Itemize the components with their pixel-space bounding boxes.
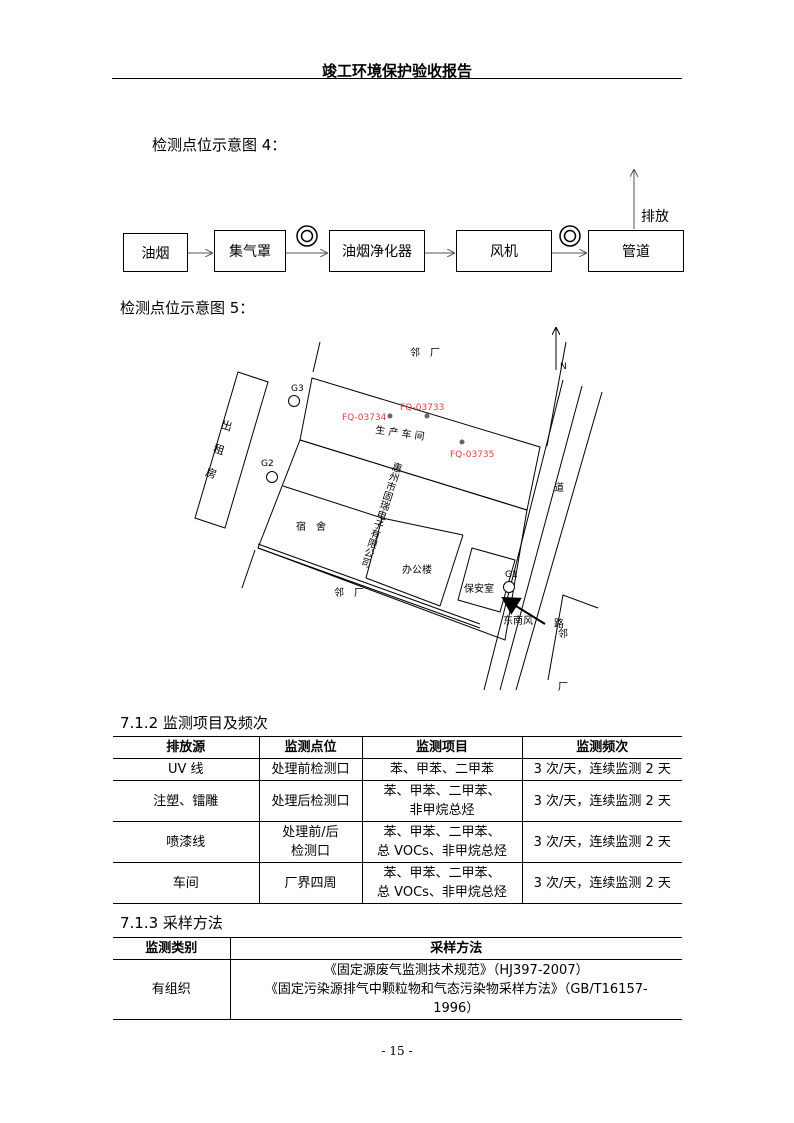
section-713-title: 7.1.3 采样方法 [120,914,223,932]
header-frequency: 监测频次 [521,736,682,759]
table-cell: 车间 [113,862,259,904]
figure4-caption: 检测点位示意图 4： [152,136,287,154]
workshop-outline [299,377,541,511]
sampling-method-table: 监测类别 采样方法 有组织《固定源废气监测技术规范》（HJ397-2007） 《… [113,937,682,1020]
g2-point [266,471,278,483]
monitoring-point-after [559,225,581,247]
fq-03735-point [459,439,465,445]
road-label: 道 路 [552,481,564,686]
header-category: 监测类别 [113,937,230,960]
header-point: 监测点位 [258,736,362,759]
rental-house-label: 出租房 [199,417,235,494]
table-cell: 3 次/天，连续监测 2 天 [521,821,682,863]
g3-label: G3 [291,384,304,394]
g1-point [503,581,515,593]
table-row: 有组织《固定源废气监测技术规范》（HJ397-2007） 《固定污染源排气中颗粒… [113,959,682,1020]
fq-03734-point [387,413,393,419]
header-method: 采样方法 [229,937,682,960]
table-cell: 《固定源废气监测技术规范》（HJ397-2007） 《固定污染源排气中颗粒物和气… [229,959,682,1020]
table-cell: 厂界四周 [258,862,362,904]
table-cell: 苯、甲苯、二甲苯、 非甲烷总烃 [361,780,522,822]
north-label: N [560,362,567,372]
flow-box-pipe: 管道 [588,230,684,272]
office-label: 办公楼 [402,563,432,576]
table-cell: 苯、甲苯、二甲苯、 总 VOCs、非甲烷总烃 [361,862,522,904]
rental-house-outline [194,371,269,529]
g1-label: G1 [505,570,518,580]
flow-box-purifier: 油烟净化器 [329,230,425,272]
table-cell: 处理前/后 检测口 [258,821,362,863]
header-rule [112,78,682,79]
figure5-caption: 检测点位示意图 5： [120,299,255,317]
table-cell: 苯、甲苯、二甲苯 [361,758,522,781]
table-header-row: 监测类别 采样方法 [113,937,682,960]
workshop-label: 生 产 车 间 [375,423,426,443]
neighbor-right-label: 邻 厂 [556,627,568,700]
table-cell: 3 次/天，连续监测 2 天 [521,758,682,781]
dorm-label: 宿 舍 [296,520,326,533]
table-cell: 3 次/天，连续监测 2 天 [521,862,682,904]
table-cell: 处理后检测口 [258,780,362,822]
flow-connectors [188,0,794,300]
header-source: 排放源 [113,736,259,759]
discharge-label: 排放 [641,209,669,225]
table-cell: 注塑、镭雕 [113,780,259,822]
header-items: 监测项目 [361,736,522,759]
wind-arrow [501,596,546,625]
table-cell: 喷漆线 [113,821,259,863]
monitoring-point-before [296,225,318,247]
page-number: - 15 - [381,1044,413,1058]
neighbor-bottom-label: 邻 厂 [334,586,364,599]
report-header-title: 竣工环境保护验收报告 [321,62,472,80]
fq-03734-label: FQ-03734 [342,413,387,423]
section-712-title: 7.1.2 监测项目及频次 [120,714,268,732]
flow-box-oil-smoke: 油烟 [123,233,188,272]
neighbor-top-label: 邻 厂 [410,346,440,359]
g3-point [288,395,300,407]
fq-03733-point [424,413,430,419]
table-cell: 苯、甲苯、二甲苯、 总 VOCs、非甲烷总烃 [361,821,522,863]
guard-room-label: 保安室 [464,582,494,595]
table-cell: 有组织 [113,959,230,1020]
table-cell: 处理前检测口 [258,758,362,781]
wind-label: 东南风 [503,614,533,627]
fq-03733-label: FQ-03733 [400,403,444,413]
site-map: 邻 厂 N G3 G2 G1 FQ-03734 FQ-03733 FQ-0373… [194,0,603,700]
table-cell: UV 线 [113,758,259,781]
table-header-row: 排放源 监测点位 监测项目 监测频次 [113,736,682,759]
company-label: 惠州市固瑞电子有限公司 [358,459,404,568]
g2-label: G2 [261,459,274,469]
flow-box-fan: 风机 [456,230,552,272]
flow-box-hood: 集气罩 [214,230,286,272]
table-cell: 3 次/天，连续监测 2 天 [521,780,682,822]
fq-03735-label: FQ-03735 [450,450,494,460]
